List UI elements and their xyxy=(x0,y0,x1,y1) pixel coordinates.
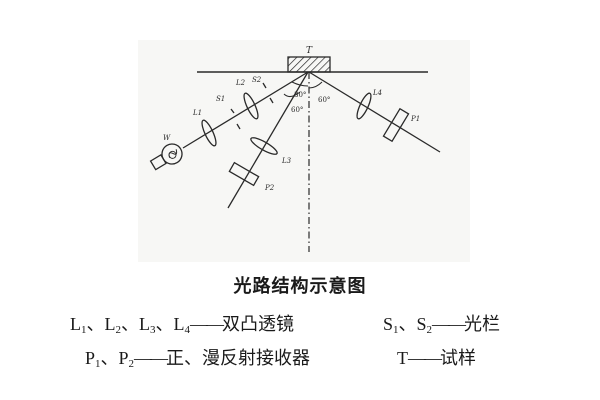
legend-sep: 、 xyxy=(86,314,105,334)
lens-l2-label: L2 xyxy=(235,79,246,87)
legend-l3-sub: 3 xyxy=(150,324,156,336)
receiver-p1 xyxy=(382,107,410,143)
stop-s1 xyxy=(230,108,235,114)
legend-sample: T——试样 xyxy=(397,344,476,370)
receiver-p2 xyxy=(228,161,260,187)
receiver-p1-label: P1 xyxy=(410,115,420,123)
legend-s2-sub: 2 xyxy=(426,324,433,336)
stop-s2-lower xyxy=(269,97,274,104)
diffuse-ray xyxy=(227,71,309,209)
lens-l1 xyxy=(201,119,217,147)
legend-l2-letter: L xyxy=(104,314,116,334)
legend-sep: 、 xyxy=(398,314,417,334)
legend-p2-sub: 2 xyxy=(128,358,135,370)
lens-l4 xyxy=(356,92,372,120)
angle-arc-60-right xyxy=(308,81,323,89)
legend-dash: —— xyxy=(190,314,224,334)
lens-l1-label: L1 xyxy=(192,109,202,117)
legend-l2-sub: 2 xyxy=(115,324,122,336)
sample-block xyxy=(287,56,331,73)
legend-p1-sub: 1 xyxy=(95,358,101,370)
angle-arc-60-left xyxy=(283,91,301,98)
specular-ray xyxy=(308,71,441,153)
lamp-icon xyxy=(149,143,183,171)
lamp-label: W xyxy=(163,134,171,142)
legend-lenses-desc: 双凸透镜 xyxy=(222,314,294,334)
legend-receivers: P1、P2——正、漫反射接收器 xyxy=(85,344,310,370)
angle-30-label: 30° xyxy=(294,91,306,99)
legend-l1-sub: 1 xyxy=(81,324,87,336)
stop-s1-label: S1 xyxy=(216,95,225,103)
angle-60-left-label: 60° xyxy=(291,106,303,114)
legend-sep: 、 xyxy=(155,314,174,334)
legend-sep: 、 xyxy=(121,314,139,334)
legend-receivers-desc: 正、漫反射接收器 xyxy=(166,348,311,368)
lens-l3 xyxy=(250,137,278,155)
stop-s2-label: S2 xyxy=(252,76,262,84)
optical-path-svg: T W L1 S1 L2 S2 L3 xyxy=(149,46,441,252)
optical-path-diagram: T W L1 S1 L2 S2 L3 xyxy=(138,40,470,262)
stop-s1-lower xyxy=(236,123,241,130)
receiver-p2-label: P2 xyxy=(264,184,275,192)
legend-sep: 、 xyxy=(100,348,119,368)
sample-label: T xyxy=(306,46,313,56)
angle-60-right-label: 60° xyxy=(318,96,330,104)
incident-ray xyxy=(182,71,309,149)
legend-l1-letter: L xyxy=(70,314,81,334)
diagram-caption: 光路结构示意图 xyxy=(233,276,367,297)
legend-p2-letter: P xyxy=(118,348,129,368)
legend-s1-letter: S xyxy=(383,314,394,334)
legend-dash: —— xyxy=(432,314,466,334)
legend-stops-desc: 光栏 xyxy=(464,314,501,334)
legend-t-letter: T xyxy=(397,348,408,368)
legend-dash: —— xyxy=(408,348,442,368)
legend-dash: —— xyxy=(134,348,168,368)
legend-p1-letter: P xyxy=(85,348,96,368)
legend-lenses: L1、L2、L3、L4——双凸透镜 xyxy=(70,310,294,336)
legend-s2-letter: S xyxy=(416,314,427,334)
legend-l4-letter: L xyxy=(173,314,185,334)
stop-s2 xyxy=(262,82,267,89)
angle-arc-30 xyxy=(291,81,309,87)
legend-sample-desc: 试样 xyxy=(440,348,476,368)
legend-stops: S1、S2——光栏 xyxy=(383,310,500,336)
lens-l2 xyxy=(243,92,259,120)
legend-s1-sub: 1 xyxy=(393,324,399,336)
lens-l4-label: L4 xyxy=(372,89,382,97)
legend-l3-letter: L xyxy=(139,314,150,334)
lens-l3-label: L3 xyxy=(281,157,292,165)
legend-l4-sub: 4 xyxy=(184,324,191,336)
